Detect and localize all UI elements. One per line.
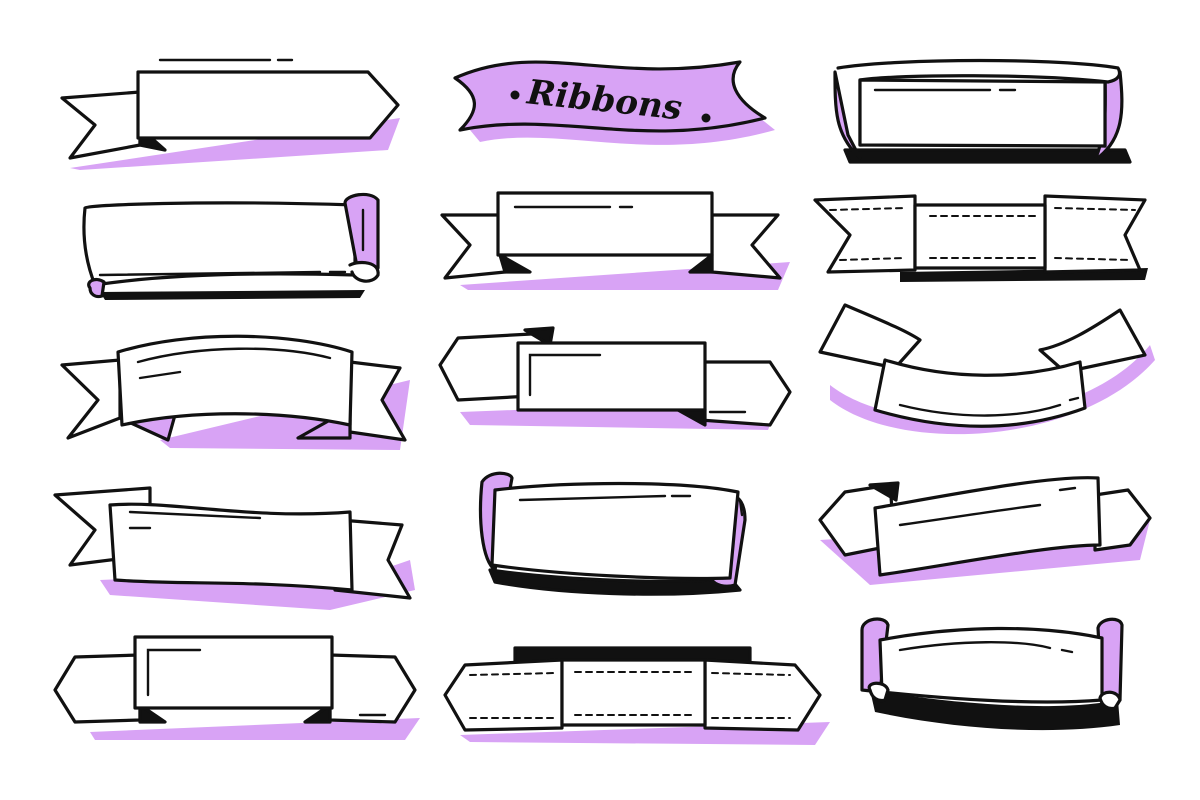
ribbon-tilted-arrow [818,476,1152,585]
ribbon-arrow-folded [438,326,792,430]
ribbon-arched [818,303,1155,435]
ribbon-curled-frame [833,58,1132,164]
ribbon-stitched [813,194,1148,282]
ribbon-scroll [82,192,380,300]
ribbon-double-fishtail [440,191,790,290]
ribbon-shadow [870,690,1120,731]
dot-left [510,90,520,100]
ribbon-shadow [100,290,365,300]
title-ribbon: Ribbons [453,60,775,145]
ribbon-wavy-tails [53,486,415,610]
ribbon-scroll-2 [860,617,1124,731]
dot-right [701,113,711,123]
ribbon-double-arrow [53,635,420,740]
ribbon-stitched-arrow [443,646,830,745]
ribbon-arrow-fishtail [60,58,400,170]
ribbon-curled-frame-2 [478,471,747,596]
ribbon-shadow [90,718,420,740]
ribbon-curved-tails [60,334,410,450]
